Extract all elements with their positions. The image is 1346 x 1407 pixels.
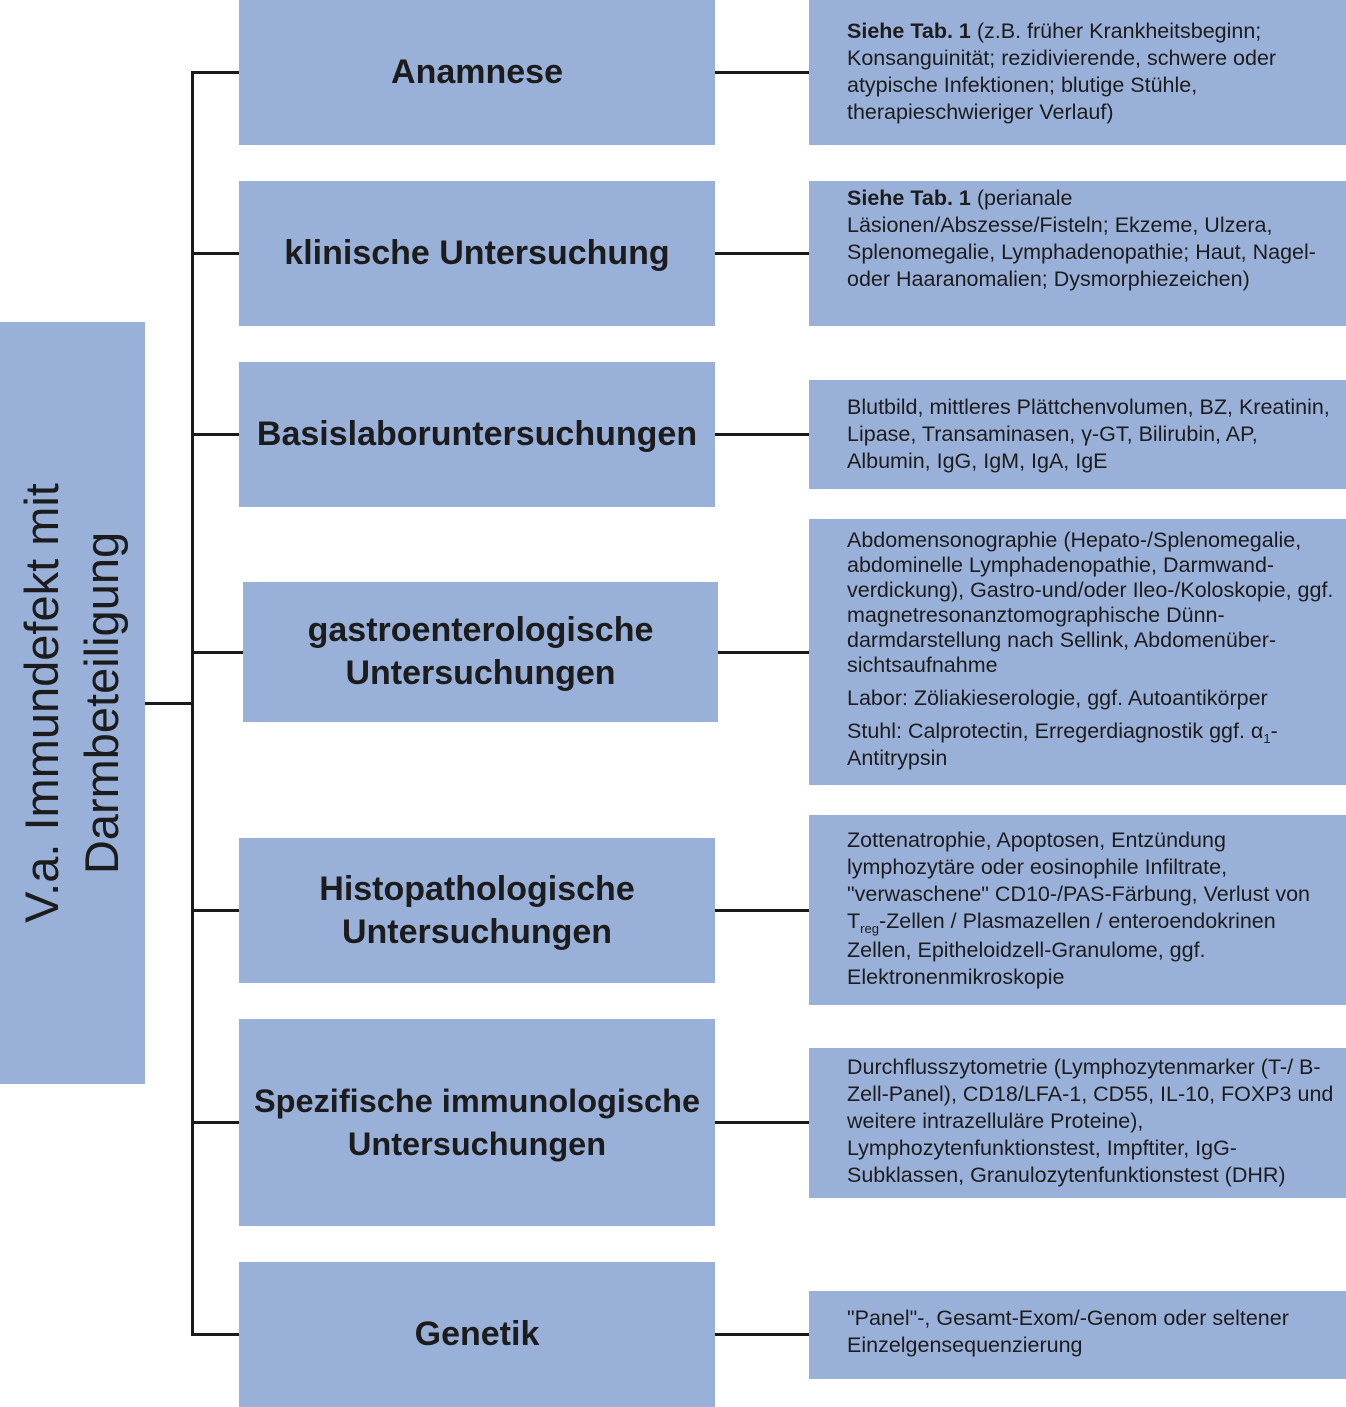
root-connector <box>145 702 193 705</box>
step-box-histo: Histopathologische Untersuchungen <box>239 838 715 983</box>
detail-line-gastro <box>717 651 810 654</box>
branch-line-immuno <box>191 1121 240 1124</box>
branch-line-basislabor <box>191 433 240 436</box>
detail-box-anamnese: Siehe Tab. 1 (z.B. früher Krankheitsbegi… <box>809 0 1346 145</box>
detail-ref-klinisch: Siehe Tab. 1 <box>847 186 971 210</box>
detail-gastro-labor: Labor: Zöliakieserologie, ggf. Autoantik… <box>847 686 1268 710</box>
step-title-immuno-line2: Untersuchungen <box>347 1125 607 1162</box>
branch-line-klinisch <box>191 252 240 255</box>
detail-line-klinisch <box>714 252 810 255</box>
detail-line-genetik <box>714 1333 810 1336</box>
detail-text-klinisch: (perianale Läsionen/Abszesse/Fisteln; Ek… <box>847 186 1316 291</box>
step-title-basislabor: Basislaboruntersuchungen <box>256 415 698 453</box>
step-title-klinische-untersuchung: klinische Untersuchung <box>284 234 670 272</box>
detail-gastro-stuhl-sub: 1 <box>1263 731 1271 746</box>
root-box <box>0 322 145 1084</box>
detail-line-immuno <box>714 1121 810 1124</box>
detail-box-genetik: "Panel"-, Gesamt-Exom/-Genom oder selten… <box>809 1291 1346 1379</box>
detail-line-basislabor <box>714 433 810 436</box>
detail-text-immuno: Durchflusszytometrie (Lymphozytenmarker … <box>847 1055 1334 1187</box>
trunk-line <box>191 71 194 1336</box>
step-title-gastro-line2: Untersuchungen <box>345 654 616 692</box>
detail-line-anamnese <box>714 71 810 74</box>
step-box-immuno: Spezifische immunologische Untersuchunge… <box>239 1019 715 1226</box>
branch-line-genetik <box>191 1333 240 1336</box>
step-title-genetik: Genetik <box>414 1315 540 1353</box>
root-label-line1: V.a. Immundefekt mit <box>15 483 68 923</box>
detail-box-gastro: Abdomensonographie (Hepato-/Splenomegali… <box>809 519 1346 785</box>
detail-text-genetik: "Panel"-, Gesamt-Exom/-Genom oder selten… <box>847 1306 1289 1357</box>
branch-line-gastro <box>191 651 243 654</box>
root-label: V.a. Immundefekt mit Darmbeteiligung <box>12 483 132 923</box>
detail-gastro-stuhl-a: Stuhl: Calprotectin, Erregerdiagnostik g… <box>847 719 1264 743</box>
detail-histo-b: -Zellen / Plasmazellen / enteroendokrine… <box>847 909 1276 989</box>
detail-gastro-imaging: Abdomensonographie (Hepato-/Splenomegali… <box>847 528 1334 677</box>
detail-histo-a: Zottenatrophie, Apoptosen, Entzündung ly… <box>847 828 1310 933</box>
detail-box-basislabor: Blutbild, mittleres Plättchenvolumen, BZ… <box>809 380 1346 489</box>
detail-text-anamnese: (z.B. früher Krankheitsbeginn; Konsangui… <box>847 19 1277 124</box>
detail-gastro-stuhl-b: -Antitrypsin <box>847 719 1278 770</box>
detail-line-histo <box>714 909 810 912</box>
branch-line-histo <box>191 909 240 912</box>
step-box-anamnese: Anamnese <box>239 0 715 145</box>
detail-gastro-stuhl: Stuhl: Calprotectin, Erregerdiagnostik g… <box>847 719 1344 771</box>
step-box-basislabor: Basislaboruntersuchungen <box>239 362 715 507</box>
detail-box-klinische-untersuchung: Siehe Tab. 1 (perianale Läsionen/Abszess… <box>809 181 1346 326</box>
detail-text-basislabor: Blutbild, mittleres Plättchenvolumen, BZ… <box>847 395 1330 473</box>
step-title-immuno-line1: Spezifische immunologische <box>253 1082 701 1119</box>
branch-line-anamnese <box>191 71 240 74</box>
step-box-genetik: Genetik <box>239 1262 715 1407</box>
root-label-line2: Darmbeteiligung <box>75 531 128 875</box>
detail-box-histo: Zottenatrophie, Apoptosen, Entzündung ly… <box>809 815 1346 1005</box>
step-box-gastro: gastroenterologische Untersuchungen <box>243 582 718 722</box>
step-title-gastro-line1: gastroenterologische <box>307 611 654 649</box>
step-title-histo-line1: Histopathologische <box>319 869 635 908</box>
detail-histo-sub: reg <box>860 921 879 936</box>
step-box-klinische-untersuchung: klinische Untersuchung <box>239 181 715 326</box>
step-title-anamnese: Anamnese <box>391 53 563 91</box>
detail-box-immuno: Durchflusszytometrie (Lymphozytenmarker … <box>809 1048 1346 1198</box>
step-title-histo-line2: Untersuchungen <box>341 912 613 951</box>
detail-ref-anamnese: Siehe Tab. 1 <box>847 19 971 43</box>
